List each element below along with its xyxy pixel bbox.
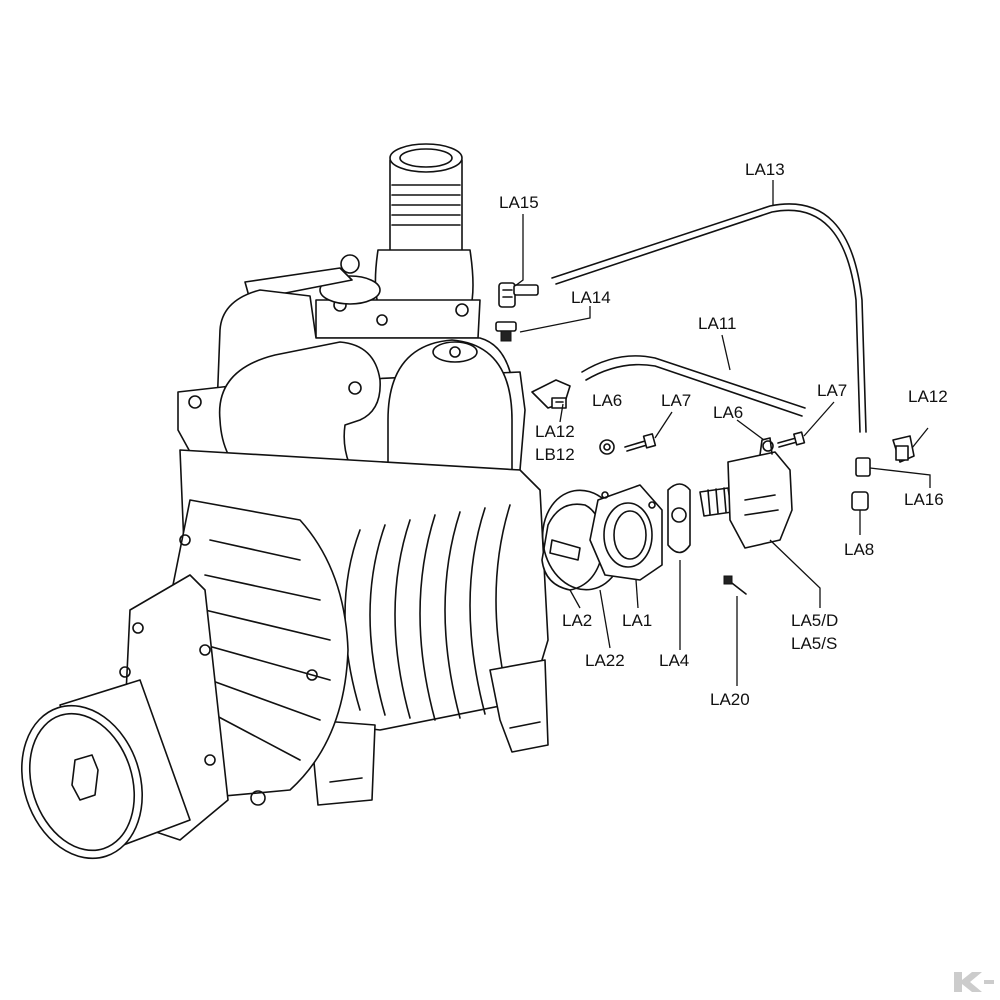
label-la7-left: LA7: [661, 391, 691, 410]
part-la20-screw: [723, 575, 747, 595]
label-la20: LA20: [710, 690, 750, 709]
part-la15-elbow: [498, 282, 539, 308]
label-la5s: LA5/S: [791, 634, 837, 653]
housing-foot-right: [489, 659, 549, 753]
part-la14-plug: [495, 321, 517, 342]
label-la6-left: LA6: [592, 391, 622, 410]
label-la22: LA22: [585, 651, 625, 670]
part-la12-right-elbow: [892, 435, 915, 463]
label-la7-right: LA7: [817, 381, 847, 400]
label-lb12: LB12: [535, 445, 575, 464]
suction-pipe: [374, 143, 474, 311]
part-la16-fitting: [855, 457, 871, 477]
label-la5d: LA5/D: [791, 611, 838, 630]
k-logo-watermark-icon: [954, 972, 994, 992]
exploded-parts: [495, 203, 915, 595]
label-la15: LA15: [499, 193, 539, 212]
leader-lines: [514, 180, 931, 686]
label-la16: LA16: [904, 490, 944, 509]
label-la12-right: LA12: [908, 387, 948, 406]
part-la7-screw-left: [624, 433, 657, 452]
housing-dome: [387, 339, 513, 476]
part-la7-screw-right: [777, 431, 806, 448]
label-la1: LA1: [622, 611, 652, 630]
part-la13-tube: [551, 203, 867, 433]
label-la8: LA8: [844, 540, 874, 559]
part-la11-tube: [581, 355, 806, 409]
part-la4-gasket: [667, 483, 691, 554]
label-la4: LA4: [659, 651, 689, 670]
label-la2: LA2: [562, 611, 592, 630]
label-la6-right: LA6: [713, 403, 743, 422]
part-la5-assembly: [699, 437, 793, 549]
label-la13: LA13: [745, 160, 785, 179]
label-la11: LA11: [698, 314, 736, 333]
label-la12-left: LA12: [535, 422, 575, 441]
pump-body: [21, 143, 549, 860]
part-la12-left-elbow: [531, 379, 571, 409]
part-la8-nut: [851, 491, 869, 511]
drive-fins: [204, 539, 331, 761]
pto-input: [21, 679, 191, 860]
part-la6-washer-left: [599, 439, 615, 455]
label-la14: LA14: [571, 288, 611, 307]
part-la1-flange: [589, 484, 663, 581]
part-labels: LA13 LA15 LA14 LA11 LA6 LA7 LA6 LA7 LA12…: [499, 160, 948, 709]
